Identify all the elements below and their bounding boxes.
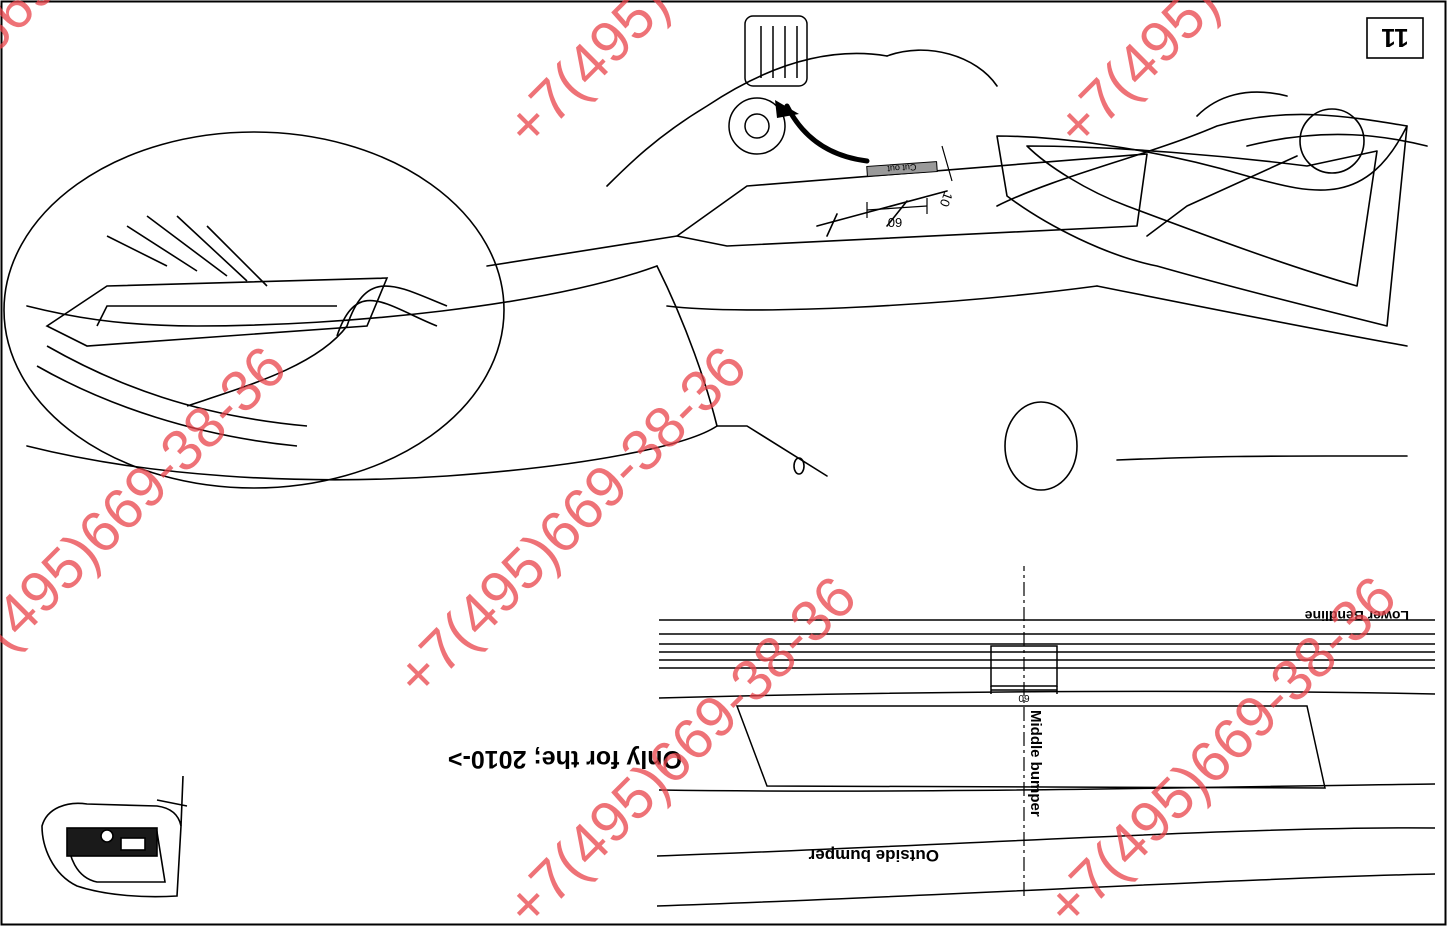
fender-line	[996, 113, 1408, 207]
model-year-note: Only for the; 2010->	[448, 745, 682, 773]
cut-out-dimensions	[866, 145, 953, 218]
cut-out-label: Cut out	[887, 162, 917, 174]
grille-bars	[826, 200, 908, 237]
watermark-text: +7(495)669-38-36	[0, 0, 189, 209]
outside-bumper-mid	[656, 827, 1436, 857]
cut-area-width-label: 60	[1018, 692, 1030, 703]
detail-bumper-line-2	[46, 345, 308, 427]
thumbnail-mirror	[156, 775, 188, 827]
headlamp-inner	[1026, 145, 1378, 287]
watermark-text: +7(495)669-38-36	[0, 334, 299, 709]
detail-ellipse	[3, 131, 505, 489]
bumper-upper-crease	[26, 265, 658, 327]
dim-10-label: 10	[937, 190, 956, 209]
step-number: 11	[1381, 23, 1409, 53]
thumbnail-light	[100, 829, 114, 843]
outside-bumper-top	[658, 783, 1436, 792]
plug-part	[728, 15, 808, 155]
headlamp-detail	[1146, 155, 1298, 237]
thumbnail-plate	[120, 837, 146, 851]
bumper-section	[656, 619, 1436, 907]
middle-bumper-label: Middle bumper	[1027, 710, 1044, 817]
watermark-text: +7(495)669-38-36	[383, 334, 758, 709]
step-number-box: 11	[1366, 17, 1424, 59]
detail-magnifier	[3, 131, 505, 489]
car-front-drawing	[26, 49, 1428, 491]
plug-cap-inner	[744, 113, 770, 139]
inverted-content: 11	[3, 15, 1436, 907]
detail-lamp-edge	[186, 285, 448, 407]
watermark-text: +7(495)669-38-36	[1033, 564, 1408, 926]
dim-60-ticks	[866, 198, 928, 218]
detail-bumper-line	[36, 365, 298, 447]
wheel-arch-line	[1196, 91, 1288, 117]
detail-lamp-inner	[336, 299, 438, 337]
removal-arrowhead	[775, 100, 799, 118]
outside-bumper-label: Outside bumper	[808, 846, 939, 865]
bumper-left-crease	[1096, 285, 1408, 347]
thumbnail-body	[41, 802, 182, 898]
detail-grille	[45, 277, 389, 347]
dim-60-label: 60	[888, 215, 902, 230]
cut-out-strip	[866, 161, 938, 177]
dim-60-line	[866, 205, 928, 211]
plug-body	[744, 15, 808, 87]
plug-cap	[728, 97, 786, 155]
leader-line	[486, 235, 678, 267]
cut-area-dim-ticks	[990, 686, 1058, 694]
side-line	[1246, 133, 1428, 147]
fog-light	[1004, 401, 1078, 491]
car-thumbnail	[41, 775, 188, 898]
bumper-lower-crease	[666, 285, 1098, 311]
middle-bumper-panel	[735, 705, 1326, 789]
headlamp-lens	[1299, 108, 1365, 174]
air-vent	[716, 425, 828, 477]
lower-bendline-label: Lower Bendline	[1305, 608, 1409, 624]
bumper-front-edge	[26, 265, 718, 481]
outside-bumper-bottom	[656, 873, 1436, 907]
watermark-text: +7(495)669-38-36	[493, 564, 868, 926]
plug-ribs	[760, 26, 798, 78]
roof-line	[886, 49, 998, 87]
fog-light-line	[1116, 455, 1408, 461]
hood-line	[606, 52, 888, 187]
grille-upper	[676, 153, 1148, 247]
middle-bumper-top	[658, 690, 1436, 699]
watermark-text: +7(495)669-38-36	[493, 0, 868, 159]
detail-grille-inner	[96, 305, 337, 327]
removal-arrow	[784, 103, 870, 164]
headlamp-outer	[996, 125, 1408, 327]
dim-10-line	[941, 145, 953, 182]
detail-hatching	[106, 215, 268, 287]
